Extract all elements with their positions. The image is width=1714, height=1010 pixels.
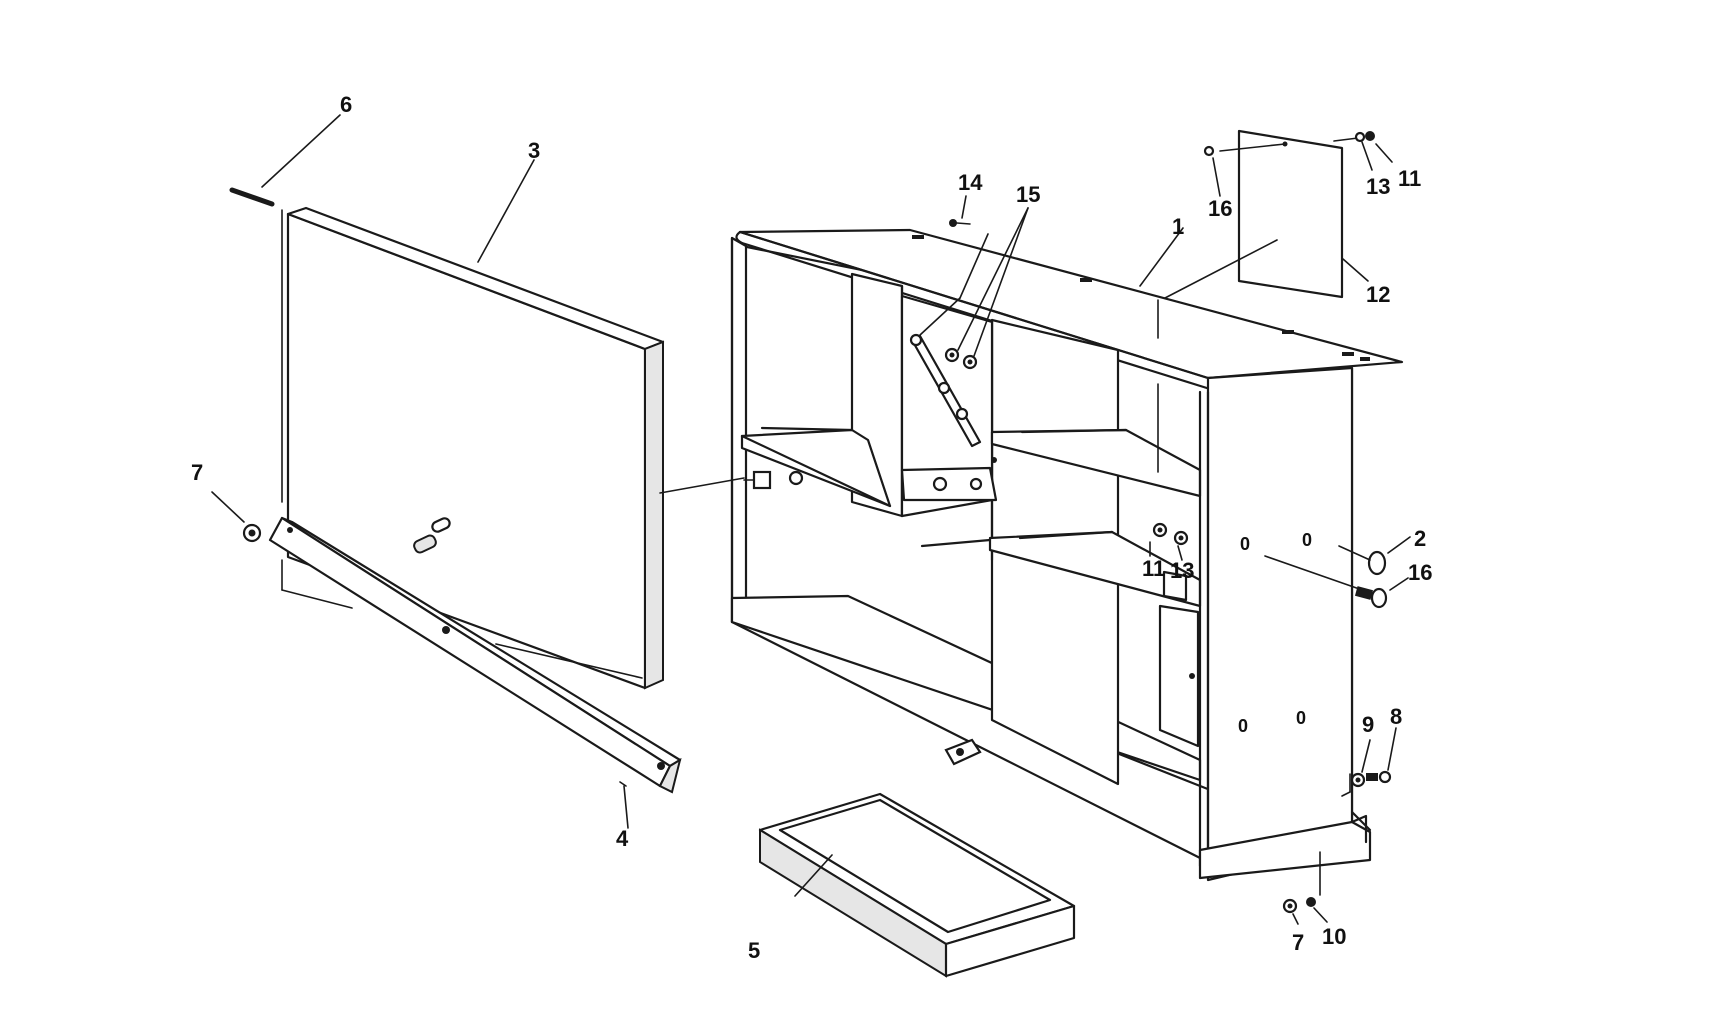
callout-7-left: 7 — [191, 460, 203, 485]
part-7-nut-left — [242, 523, 262, 543]
part-15-nuts — [944, 347, 978, 370]
shelf-left — [740, 428, 892, 508]
part-3-front-panel — [286, 206, 665, 690]
plate-face — [1237, 129, 1344, 299]
part-1-cabinet — [730, 228, 1404, 882]
tray-inner — [778, 798, 1052, 934]
hinge-linkage — [743, 233, 997, 490]
part-2-cap — [1367, 550, 1387, 576]
callout-3: 3 — [528, 138, 540, 163]
callout-labels: 6 3 7 4 5 14 15 1 16 13 11 12 11 13 2 16… — [191, 92, 1432, 963]
callout-14: 14 — [958, 170, 983, 195]
cabinet-left-end — [730, 236, 748, 624]
callout-11-inner: 11 — [1142, 556, 1165, 581]
callout-13-top: 13 — [1366, 174, 1390, 199]
panel-side-edge — [644, 340, 664, 690]
callout-9: 9 — [1362, 712, 1374, 737]
inner-nuts-11-13 — [1152, 522, 1189, 546]
part-6-pin — [229, 187, 275, 207]
callout-5: 5 — [748, 938, 760, 963]
part-10-washer — [1306, 897, 1316, 907]
hole-mark-4: 0 — [1296, 708, 1306, 728]
callout-16-top: 16 — [1208, 196, 1232, 221]
tray-right-side — [944, 904, 1076, 978]
callout-13-inner: 13 — [1170, 558, 1194, 583]
shelf-center — [900, 466, 998, 502]
callout-7-right: 7 — [1292, 930, 1304, 955]
callout-16-right: 16 — [1408, 560, 1432, 585]
strip-end — [658, 757, 682, 794]
panel-front-face — [286, 212, 647, 690]
inner-plate — [1162, 570, 1188, 602]
hole-mark-1: 0 — [1240, 534, 1250, 554]
callout-4: 4 — [616, 826, 629, 851]
leader-lines — [211, 114, 1411, 925]
callout-6: 6 — [340, 92, 352, 117]
callout-1: 1 — [1172, 214, 1184, 239]
part-4-angle-strip — [268, 516, 682, 794]
part-12-plate — [1203, 129, 1375, 299]
part-7-nut-right — [1282, 898, 1298, 914]
callout-11-top: 11 — [1398, 166, 1421, 191]
hole-mark-3: 0 — [1238, 716, 1248, 736]
callout-10: 10 — [1322, 924, 1346, 949]
part-5-tray — [758, 792, 1076, 978]
part-9-washer — [1350, 772, 1366, 788]
inner-bracket — [1158, 604, 1200, 748]
part-8-bolt — [1366, 770, 1392, 784]
panel-knob — [413, 517, 451, 554]
callout-8: 8 — [1390, 704, 1402, 729]
side-panel-hole-marks: 0 0 0 0 — [1238, 530, 1312, 736]
hole-mark-2: 0 — [1302, 530, 1312, 550]
callout-15: 15 — [1016, 182, 1040, 207]
callout-2: 2 — [1414, 526, 1426, 551]
callout-12: 12 — [1366, 282, 1390, 307]
cabinet-right-end — [1206, 366, 1354, 882]
part-14-screw — [949, 219, 971, 227]
base-rail — [1198, 820, 1372, 880]
